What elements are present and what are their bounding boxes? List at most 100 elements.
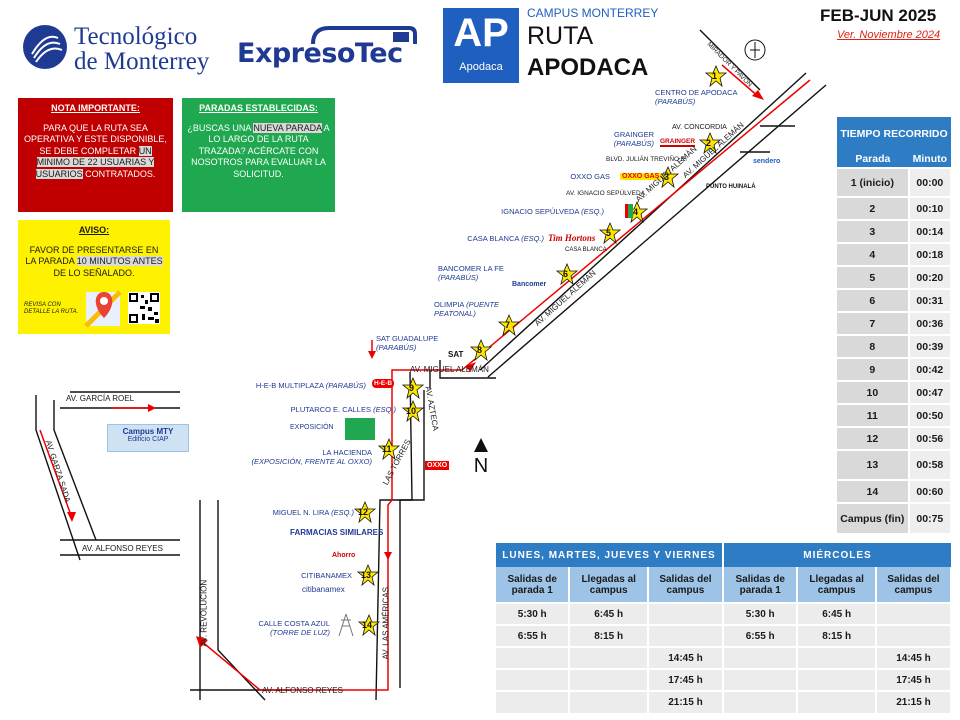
stop-6-marker <box>555 262 579 286</box>
seven-eleven-icon <box>625 204 633 218</box>
route-badge-name: Apodaca <box>459 61 503 73</box>
street-miguel-4: AV. MIGUEL ALEMÁN <box>410 365 489 374</box>
time-table-minute: 00:31 <box>908 288 953 312</box>
time-table-col-minuto: Minuto <box>908 151 951 168</box>
schedule-table: LUNES, MARTES, JUEVES Y VIERNES MIÉRCOLE… <box>496 543 953 713</box>
time-table-title: TIEMPO RECORRIDO <box>837 117 951 151</box>
time-table-minute: 00:56 <box>908 426 953 450</box>
schedule-cell <box>797 668 877 691</box>
route-arrows <box>67 90 764 648</box>
stop-7-label: OLIMPIA (PUENTE PEATONAL) <box>434 300 500 318</box>
stops-note: PARADAS ESTABLECIDAS: ¿BUSCAS UNA NUEVA … <box>182 98 335 212</box>
time-table-row: Campus (fin)00:75 <box>837 502 953 533</box>
stop-13-number: 13 <box>361 570 372 580</box>
important-note-title: NOTA IMPORTANTE: <box>51 103 140 113</box>
stop-3-label: OXXO GAS <box>570 172 610 181</box>
stop-markers <box>353 64 728 637</box>
schedule-col-header: Salidas de parada 1 <box>496 567 571 603</box>
campus-label: CAMPUS MONTERREY <box>527 6 659 20</box>
schedule-cell <box>722 668 799 691</box>
schedule-cell <box>875 602 953 625</box>
important-note-text1: PARA QUE LA RUTA SEA OPERATIVA Y ESTE DI… <box>24 122 167 156</box>
schedule-cell <box>647 624 724 647</box>
time-table-stop: 4 <box>837 242 910 266</box>
campus-destination-building: Edificio CIAP <box>127 436 169 443</box>
stop-5-number: 5 <box>606 228 612 238</box>
time-table-stop: Campus (fin) <box>837 502 910 533</box>
route-title: APODACA <box>527 54 649 81</box>
maps-pin-icon[interactable] <box>84 288 126 328</box>
stop-10-number: 10 <box>406 406 417 416</box>
aviso-note-text1: FAVOR DE PRESENTARSE EN LA PARADA <box>25 244 159 267</box>
street-americas: AV. LAS AMÉRICAS <box>381 587 391 660</box>
schedule-cell: 8:15 h <box>569 624 649 647</box>
stop-4-label: IGNACIO SEPÚLVEDA (ESQ.) <box>501 207 604 216</box>
time-table-minute: 00:14 <box>908 219 953 243</box>
stop-5-marker <box>598 221 622 245</box>
stop-4-number: 4 <box>633 207 639 217</box>
time-table-stop: 12 <box>837 426 910 450</box>
schedule-cell: 6:45 h <box>797 602 877 625</box>
tec-name-line1: Tecnológico <box>74 23 198 50</box>
stop-10-label: PLUTARCO E. CALLES (ESQ.) <box>290 405 396 414</box>
schedule-cell: 8:15 h <box>797 624 877 647</box>
time-table-minute: 00:00 <box>908 167 953 197</box>
street-concordia: AV. CONCORDIA <box>672 124 727 131</box>
heb-logo: H-E-B <box>372 379 395 388</box>
schedule-cell: 14:45 h <box>875 646 953 669</box>
time-table-minute: 00:20 <box>908 265 953 289</box>
stop-9-label: H-E-B MULTIPLAZA (PARABÚS) <box>255 381 366 390</box>
stop-8-number: 8 <box>477 345 483 355</box>
time-table-stop: 14 <box>837 479 910 503</box>
aviso-note-title: AVISO: <box>78 225 110 235</box>
schedule-cell: 21:15 h <box>875 690 953 713</box>
stops-note-title: PARADAS ESTABLECIDAS: <box>199 103 318 113</box>
schedule-cell <box>569 668 649 691</box>
time-table-stop: 7 <box>837 311 910 335</box>
time-table-stop: 6 <box>837 288 910 312</box>
stop-7-marker <box>497 313 521 337</box>
expresotec-logo: ExpresoTec <box>237 24 417 74</box>
schedule-group-weekdays: LUNES, MARTES, JUEVES Y VIERNES <box>496 543 723 567</box>
citibanamex-logo: citibanamex <box>302 585 345 594</box>
street-garcia-roel: AV. GARCÍA ROEL <box>66 394 135 403</box>
qr-code-icon[interactable] <box>128 292 160 324</box>
schedule-cell <box>496 646 571 669</box>
revisa-text: REVISA CON DETALLE LA RUTA. <box>24 302 79 315</box>
north-indicator: N <box>470 438 492 478</box>
schedule-cell <box>496 690 571 713</box>
oxxogas-logo: OXXO GAS <box>620 173 662 180</box>
time-table-stop: 9 <box>837 357 910 381</box>
schedule-cell: 14:45 h <box>647 646 724 669</box>
schedule-cell: 17:45 h <box>647 668 724 691</box>
schedule-cell: 5:30 h <box>722 602 799 625</box>
stop-13-marker <box>356 563 380 587</box>
street-julian: BLVD. JULIÁN TREVIÑO E. <box>606 156 688 163</box>
street-alfonso-1: AV. ALFONSO REYES <box>82 544 163 553</box>
schedule-col-header: Llegadas al campus <box>797 567 877 603</box>
stop-14-label: CALLE COSTA AZUL(TORRE DE LUZ) <box>258 619 330 637</box>
schedule-cell <box>647 602 724 625</box>
time-table-stop: 13 <box>837 449 910 480</box>
schedule-cell: 6:55 h <box>722 624 799 647</box>
time-table-minute: 00:60 <box>908 479 953 503</box>
stop-7-number: 7 <box>505 320 511 330</box>
campus-destination: Campus MTY Edificio CIAP <box>107 424 189 452</box>
stop-9-number: 9 <box>409 383 415 393</box>
schedule-cell <box>722 646 799 669</box>
time-table-stop: 10 <box>837 380 910 404</box>
time-table-minute: 00:36 <box>908 311 953 335</box>
time-table-minute: 00:75 <box>908 502 953 533</box>
stop-11-label: LA HACIENDA(EXPOSICIÓN, FRENTE AL OXXO) <box>251 448 372 466</box>
aviso-note-highlight: 10 MINUTOS ANTES <box>76 256 163 266</box>
schedule-cell <box>569 646 649 669</box>
stops-note-text1: ¿BUSCAS UNA <box>187 122 251 133</box>
